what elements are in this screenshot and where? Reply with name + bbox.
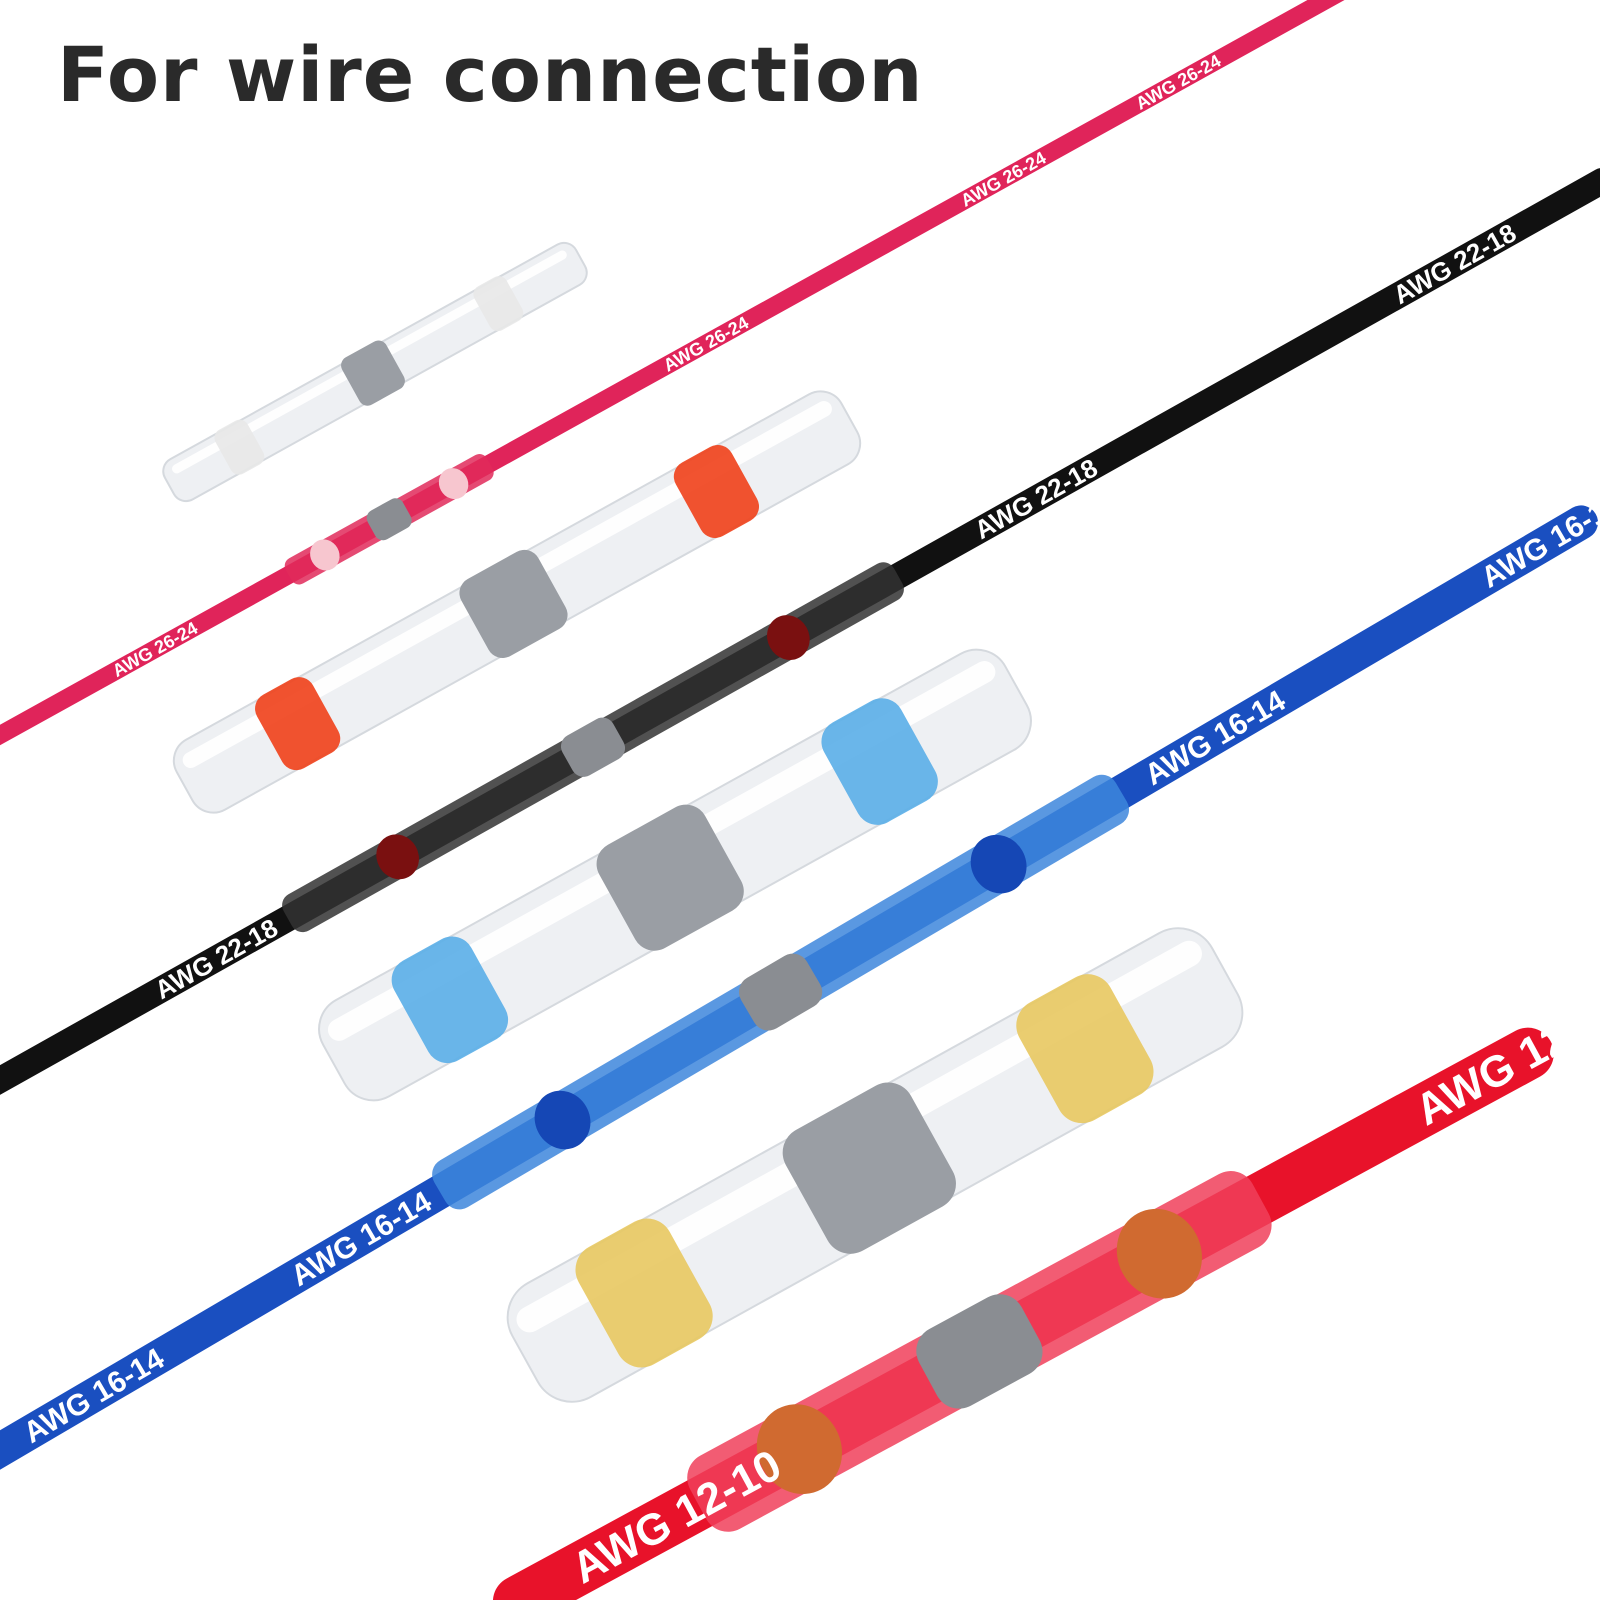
sealing-ring (255, 677, 341, 771)
wire-gauge-label: AWG 26-24 (957, 148, 1049, 211)
sealing-ring (391, 936, 509, 1064)
wire-gauge-label: AWG 22-18 (969, 452, 1102, 545)
sealing-ring (310, 539, 340, 571)
wire-gauge-label: AWG 26-24 (109, 618, 201, 681)
sealing-ring (575, 1218, 713, 1368)
solder-connector (172, 390, 862, 814)
sealing-ring (673, 444, 760, 538)
solder-joint (738, 953, 823, 1031)
solder-joint (560, 717, 626, 777)
sealing-ring (767, 615, 810, 660)
wire-gauge-label: AWG 26-24 (1132, 51, 1224, 114)
solder-joint (366, 498, 412, 541)
solder-joint (916, 1294, 1043, 1409)
sealing-ring (534, 1090, 591, 1150)
wire-gauge-label: AWG 16-14 (1476, 487, 1600, 595)
sealing-ring (821, 698, 938, 825)
wire-gauge-label: AWG 16-14 (1139, 684, 1291, 792)
solder-connector (506, 927, 1244, 1403)
wire-gauge-label: AWG 22-18 (1388, 218, 1521, 311)
wire-gauge-label: AWG 12-10 (1408, 982, 1600, 1135)
solder-connector (318, 648, 1032, 1102)
sealing-ring (214, 419, 265, 475)
wire-gauge-label: AWG 16-14 (285, 1185, 437, 1293)
solder-core (596, 804, 744, 951)
solder-core (459, 549, 568, 659)
sealing-ring (376, 834, 419, 880)
wire-gauge-label: AWG 22-18 (150, 912, 283, 1005)
sealing-ring (756, 1404, 843, 1494)
wire-gauge-label: AWG 16-14 (18, 1342, 170, 1450)
solder-connector (162, 241, 588, 503)
solder-core (782, 1082, 956, 1254)
sealing-ring (473, 276, 524, 332)
title: For wire connection (57, 30, 924, 119)
solder-core (341, 340, 405, 406)
sealing-ring (970, 834, 1027, 894)
sealing-ring (1116, 1208, 1202, 1299)
sealing-ring (1016, 974, 1154, 1124)
wire-gauge-label: AWG 26-24 (660, 312, 752, 375)
sealing-ring (438, 468, 469, 500)
